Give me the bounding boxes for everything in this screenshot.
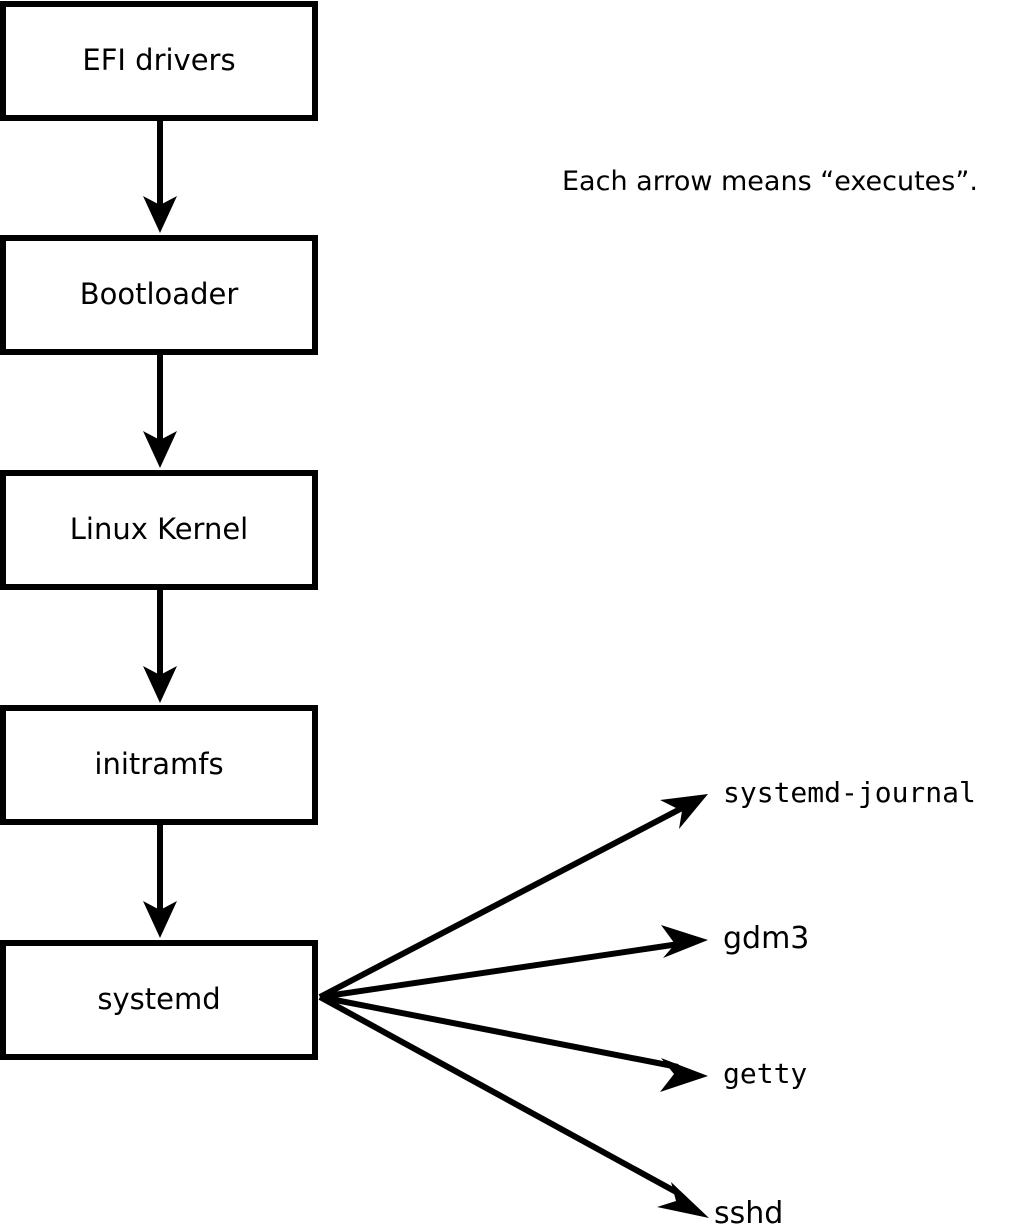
leaf-label-gdm3[interactable]: gdm3 bbox=[723, 921, 809, 956]
box-label-efi-drivers: EFI drivers bbox=[82, 43, 235, 77]
arrow-systemd-to-gdm3 bbox=[319, 925, 708, 1000]
arrowhead-down-icon bbox=[143, 196, 177, 233]
node-linux-kernel[interactable]: Linux Kernel bbox=[0, 470, 318, 590]
arrow-systemd-to-systemd-journal bbox=[318, 794, 708, 1000]
box-label-systemd: systemd bbox=[97, 982, 220, 1016]
box-label-initramfs: initramfs bbox=[94, 747, 223, 781]
leaf-label-getty[interactable]: getty bbox=[723, 1057, 807, 1090]
arrow-bootloader-to-linux-kernel bbox=[143, 355, 177, 468]
arrowhead-icon bbox=[661, 925, 708, 958]
node-systemd[interactable]: systemd bbox=[0, 940, 318, 1060]
box-label-bootloader: Bootloader bbox=[80, 277, 239, 311]
arrow-systemd-to-sshd bbox=[318, 994, 709, 1218]
node-efi-drivers[interactable]: EFI drivers bbox=[0, 1, 318, 121]
arrowhead-down-icon bbox=[143, 901, 177, 938]
box-efi-drivers[interactable] bbox=[0, 1, 318, 121]
box-initramfs[interactable] bbox=[0, 705, 318, 825]
arrow-systemd-to-getty bbox=[319, 994, 708, 1092]
box-linux-kernel[interactable] bbox=[0, 470, 318, 590]
arrowhead-down-icon bbox=[143, 431, 177, 468]
leaf-label-sshd[interactable]: sshd bbox=[714, 1196, 783, 1230]
leaf-label-systemd-journal[interactable]: systemd-journal bbox=[723, 776, 976, 809]
box-systemd[interactable] bbox=[0, 940, 318, 1060]
arrow-initramfs-to-systemd bbox=[143, 825, 177, 938]
node-bootloader[interactable]: Bootloader bbox=[0, 235, 318, 355]
node-initramfs[interactable]: initramfs bbox=[0, 705, 318, 825]
arrowhead-icon bbox=[660, 1058, 708, 1092]
box-label-linux-kernel: Linux Kernel bbox=[70, 512, 248, 546]
arrow-linux-kernel-to-initramfs bbox=[143, 590, 177, 703]
arrowhead-down-icon bbox=[143, 666, 177, 703]
arrowhead-icon bbox=[657, 1182, 709, 1218]
arrow-efi-drivers-to-bootloader bbox=[143, 121, 177, 233]
arrowhead-icon bbox=[660, 794, 708, 829]
box-bootloader[interactable] bbox=[0, 235, 318, 355]
diagram-caption: Each arrow means “executes”. bbox=[562, 166, 978, 197]
